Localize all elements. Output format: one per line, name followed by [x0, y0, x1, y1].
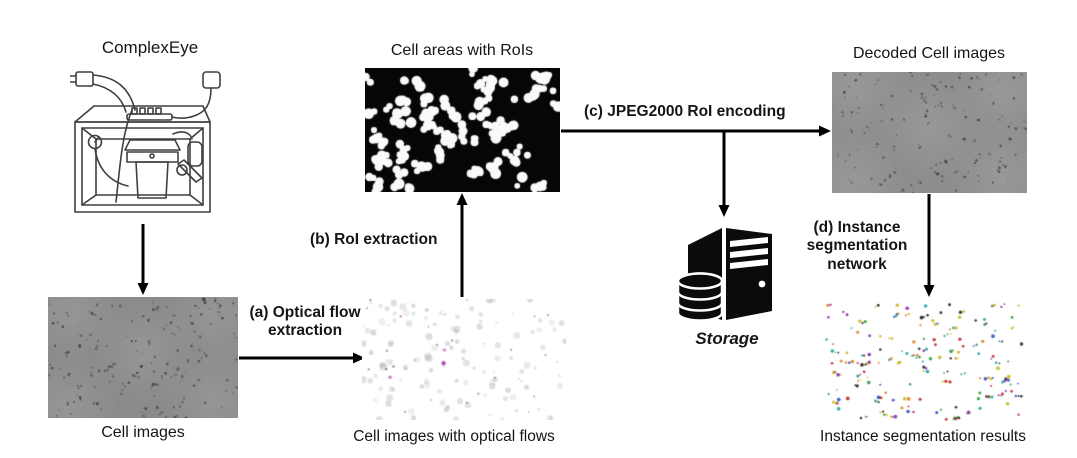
optical-flow-caption: Cell images with optical flows [353, 428, 555, 445]
complexeye-label: ComplexEye [101, 38, 199, 57]
complexeye-device-icon [70, 71, 221, 213]
storage-server-icon [676, 228, 772, 322]
roi-areas-panel [365, 68, 560, 192]
cell-images-panel [48, 297, 238, 418]
step-a-label: (a) Optical flow extraction [249, 304, 361, 340]
step-d-label: (d) Instance segmentation network [806, 219, 908, 273]
step-c-label: (c) JPEG2000 RoI encoding [584, 103, 786, 120]
storage-label: Storage [695, 329, 759, 348]
segmentation-results-caption: Instance segmentation results [820, 428, 1026, 445]
decoded-images-caption: Decoded Cell images [852, 45, 1006, 62]
optical-flow-panel [362, 299, 566, 420]
step-b-label: (b) RoI extraction [310, 231, 438, 248]
roi-areas-caption: Cell areas with RoIs [390, 42, 534, 59]
cell-images-caption: Cell images [101, 424, 185, 441]
segmentation-results-panel [822, 301, 1026, 423]
decoded-images-panel [832, 72, 1027, 193]
